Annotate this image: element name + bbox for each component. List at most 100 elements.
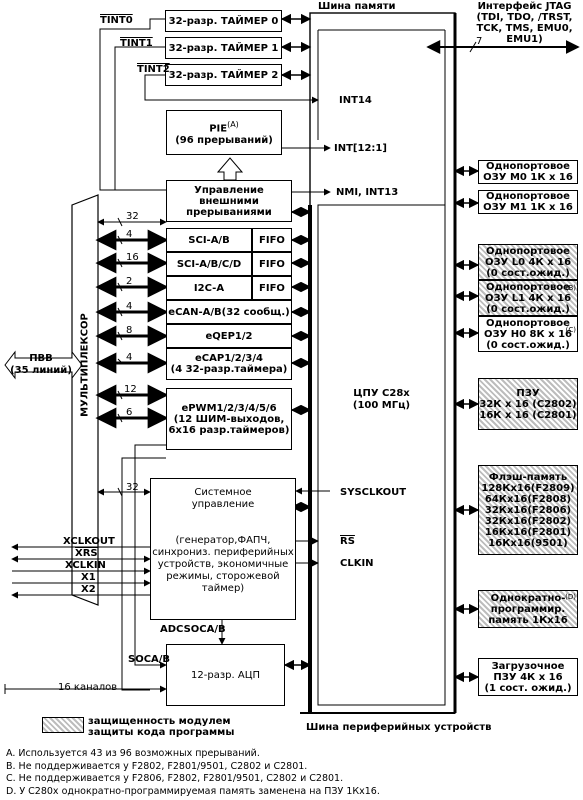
timer-0: 32-разр. ТАЙМЕР 0 [165, 10, 282, 32]
cpu-label: ЦПУ С28х (100 МГц) [318, 388, 445, 412]
tint1-line [114, 46, 165, 190]
pie-box: PIE(A) (96 прерываний) [166, 110, 282, 155]
mem-h0-line-3: (0 сост.ожид.) [486, 339, 570, 351]
memory-bus-label: Шина памяти [318, 1, 396, 12]
nmi-label: NMI, INT13 [336, 187, 399, 198]
epwm-line-2: (12 ШИМ-выходов, [173, 413, 285, 425]
sci-abcd-label: SCI-A/B/C/D [176, 258, 242, 270]
legend-line-2: защиты кода программы [88, 727, 235, 738]
tint0-label: TINT0 [100, 15, 133, 26]
mux-shape [71, 194, 99, 606]
pie-note: (A) [227, 120, 239, 130]
timer-2-label: 32-разр. ТАЙМЕР 2 [168, 69, 279, 81]
memory-links [453, 165, 480, 683]
peripheral-buses [95, 217, 169, 429]
mem-m1-line-1: Однопортовое [486, 191, 570, 202]
mem-m0-line-2: ОЗУ М0 1К х 16 [483, 172, 573, 183]
pin-x2: X2 [81, 584, 96, 595]
timer-2: 32-разр. ТАЙМЕР 2 [165, 64, 282, 86]
jtag-line-1: Интерфейс JTAG [477, 1, 572, 12]
soca-label: SOCA/B [128, 654, 171, 665]
bus-width-i2c: 2 [126, 276, 133, 287]
footnote-c: C. Не поддерживается у F2806, F2802, F28… [6, 773, 344, 784]
mem-l1-note: (B) [565, 284, 576, 292]
legend-text: защищенность модулем защиты кода програм… [88, 716, 234, 738]
bus-width-ext: 32 [126, 211, 139, 222]
epwm-line-3: 6х16 разр.таймеров) [168, 424, 290, 436]
mem-boot-line-2: ПЗУ 4К х 16 [493, 671, 563, 683]
mem-boot-line-1: Загрузочное [491, 660, 565, 672]
clkin-label: CLKIN [340, 558, 374, 569]
mem-m0-line-1: Однопортовое [486, 161, 570, 172]
mem-flash-line-7: 16Кх16(9501) [488, 537, 568, 549]
mem-flash-line-3: 64Кх16(F2808) [484, 493, 572, 505]
ecan-box: eCAN-A/B(32 сообщ.) [166, 300, 292, 324]
jtag-line-2: (TDI, TDO, /TRST, [476, 12, 573, 23]
cpu-box [317, 204, 446, 706]
jtag-line-3: TCK, TMS, EMU0, [476, 23, 573, 34]
mem-l0-line-3: (0 сост.ожид.) [486, 267, 570, 279]
soca-line [134, 444, 167, 669]
system-line-5: синхрониз. периферийных [152, 547, 294, 558]
mem-otp-line-3: память 1Кх16 [488, 614, 568, 626]
timer-0-label: 32-разр. ТАЙМЕР 0 [168, 15, 279, 27]
pie-title-row: PIE(A) [209, 119, 239, 134]
tint1-label: TINT1 [120, 38, 153, 49]
mem-boot-line-3: (1 сост. ожид.) [484, 682, 572, 694]
mem-m1-line-2: ОЗУ М1 1К х 16 [483, 202, 573, 213]
ecap-line-1: eCAP1/2/3/4 [195, 353, 263, 364]
gpio-line-1: ПВВ [29, 353, 53, 364]
pin-xclkout: XCLKOUT [63, 536, 115, 547]
mem-l0-line-1: Однопортовое [486, 245, 570, 257]
mem-flash-line-4: 32Кх16(F2806) [484, 504, 572, 516]
sysclkout-label: SYSCLKOUT [340, 487, 407, 498]
mem-rom-line-3: 16К х 16 (С2801) [479, 409, 577, 421]
bus-width-epwm-a: 12 [124, 384, 137, 395]
sci-ab-fifo: FIFO [252, 228, 292, 252]
timer-1: 32-разр. ТАЙМЕР 1 [165, 37, 282, 59]
pin-x1: X1 [81, 572, 96, 583]
int14-label: INT14 [339, 95, 372, 106]
bus-width-ecan: 4 [126, 301, 133, 312]
mem-flash-line-2: 128Кх16(F2809) [481, 482, 575, 494]
adc-label: 12-разр. АЦП [191, 669, 260, 681]
footnote-b: B. Не поддерживается у F2802, F2801/9501… [6, 760, 308, 772]
bus-width-epwm-b: 6 [126, 407, 133, 418]
mem-l0-line-2: ОЗУ L0 4К х 16 [484, 256, 572, 268]
mem-l1-line-2: ОЗУ L1 4К х 16 [484, 292, 572, 304]
int12-label: INT[12:1] [334, 143, 387, 154]
footnote-d: D. У C280x однократно-программируемая па… [6, 785, 380, 797]
adcsoca-label: ADCSOCA/B [160, 624, 226, 635]
mem-l0: Однопортовое ОЗУ L0 4К х 16 (0 сост.ожид… [478, 244, 578, 280]
footnote-a: A. Используется 43 из 96 возможных преры… [6, 748, 260, 759]
footnotes: A. Используется 43 из 96 возможных преры… [6, 748, 380, 798]
mem-otp: Однократно- программир. память 1Кх16 (D) [478, 590, 578, 628]
sci-ab-box: SCI-A/B [166, 228, 252, 252]
system-line-3 [151, 511, 295, 535]
ecap-box: eCAP1/2/3/4 (4 32-разр.таймера) [166, 348, 292, 380]
i2c-fifo: FIFO [252, 276, 292, 300]
mem-rom-line-2: 32К х 16 (С2802) [479, 398, 577, 410]
pie-subtitle: (96 прерываний) [175, 134, 273, 146]
i2c-label: I2C-A [193, 282, 225, 294]
tint2-label: TINT2 [137, 64, 170, 75]
mem-flash: Флэш-память 128Кх16(F2809) 64Кх16(F2808)… [478, 465, 578, 555]
sys-bus-width: 32 [126, 482, 139, 493]
mem-otp-line-2: программир. [490, 603, 566, 615]
ecan-label: eCAN-A/B(32 сообщ.) [168, 306, 290, 318]
sci-ab-fifo-label: FIFO [259, 234, 285, 246]
gpio-line-2: (35 линий) [10, 365, 72, 376]
ecap-line-2: (4 32-разр.таймера) [170, 364, 288, 375]
sci-abcd-box: SCI-A/B/C/D [166, 252, 252, 276]
mem-h0-line-2: ОЗУ H0 8К х 16 [483, 328, 573, 340]
system-line-8: таймер) [201, 583, 245, 594]
eqep-box: eQEP1/2 [166, 324, 292, 348]
mem-m0: Однопортовое ОЗУ М0 1К х 16 [478, 160, 578, 184]
ext-int-line-3: прерываниями [186, 206, 272, 218]
bus-width-eqep: 8 [126, 325, 133, 336]
gpio-arrow [4, 350, 83, 380]
jtag-line-4: EMU1) [506, 34, 543, 45]
tint0-line [99, 18, 166, 191]
i2c-fifo-label: FIFO [259, 282, 285, 294]
adc-channels: 16 каналов [58, 682, 118, 693]
